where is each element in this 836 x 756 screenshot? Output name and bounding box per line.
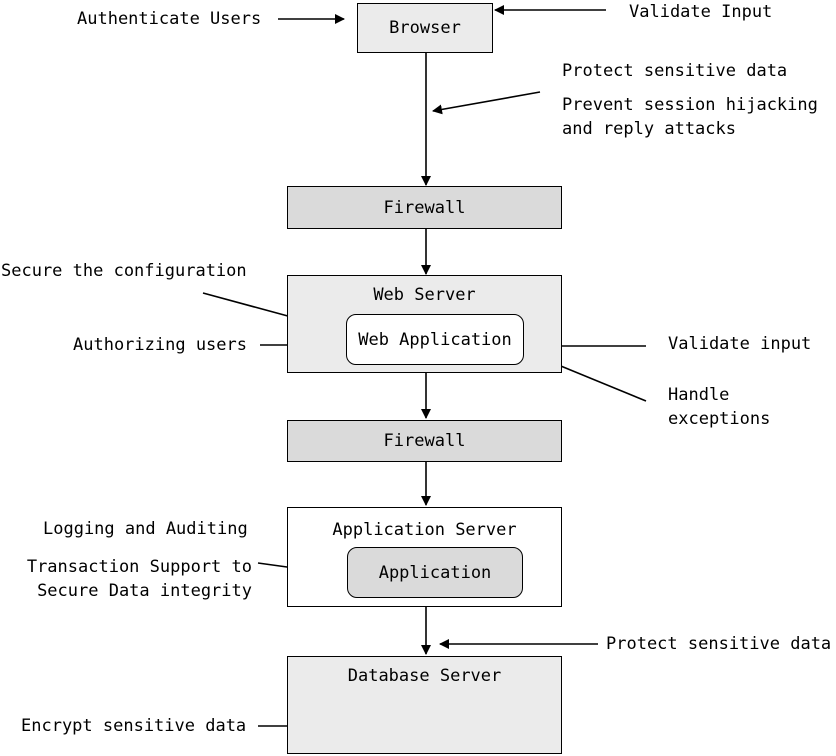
web-application-label: Web Application [358,329,512,350]
validate-input-top-label: Validate Input [629,2,773,22]
encrypt-sensitive-data-label: Encrypt sensitive data [21,716,247,736]
firewall-box-1: Firewall [287,186,562,229]
firewall-label-2: Firewall [383,431,466,451]
logging-auditing-label: Logging and Auditing [43,519,248,539]
validate-input-web-label: Validate input [668,334,812,354]
web-server-title: Web Server [373,285,476,305]
application-box: Application [347,547,523,598]
firewall-label-1: Firewall [383,197,466,218]
secure-configuration-label: Secure the configuration [1,261,247,281]
browser-box: Browser [357,3,493,53]
database-server-box: Database Server [287,656,562,754]
pointer-protect-session [432,91,541,115]
application-label: Application [378,562,492,583]
firewall-box-2: Firewall [287,420,562,462]
protect-sensitive-data-bottom-label: Protect sensitive data [606,634,832,654]
handle-exceptions-label-line2: exceptions [668,409,771,429]
handle-exceptions-label-line1: Handle [668,385,730,405]
browser-label: Browser [389,18,461,38]
prevent-hijacking-label-line2: and reply attacks [562,119,736,139]
application-server-title: Application Server [332,520,517,540]
authorizing-users-label: Authorizing users [73,335,247,355]
database-server-title: Database Server [347,666,502,686]
web-application-box: Web Application [346,314,524,365]
prevent-hijacking-label-line1: Prevent session hijacking [562,95,818,115]
protect-sensitive-data-top-label: Protect sensitive data [562,61,788,81]
transaction-support-label-line2: Secure Data integrity [37,581,252,601]
transaction-support-label-line1: Transaction Support to [26,557,252,577]
authenticate-users-label: Authenticate Users [77,9,262,29]
